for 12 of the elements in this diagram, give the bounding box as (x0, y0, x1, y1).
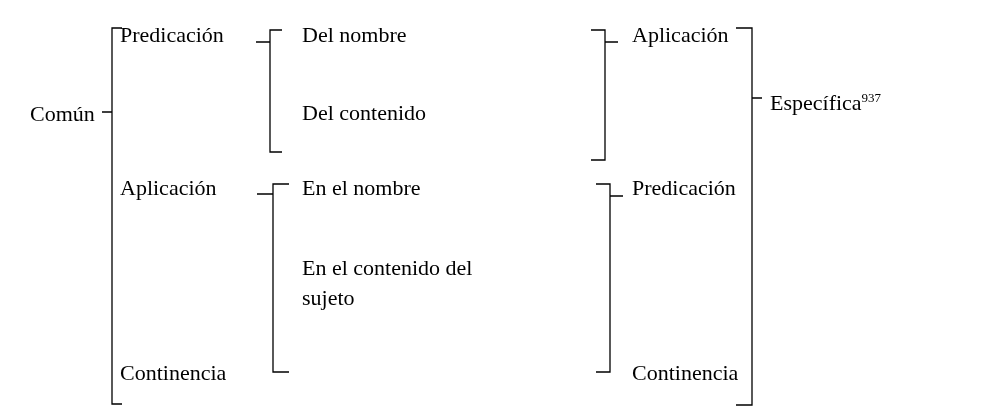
bracket-label: Común (30, 100, 95, 128)
bracket-label: En el nombre (302, 174, 421, 202)
bracket-label: Del contenido (302, 99, 427, 127)
bracket-label: Predicación (632, 174, 736, 202)
bracket-label: Predicación (120, 21, 224, 49)
bracket-label: En el contenido del sujeto (302, 254, 474, 312)
bracket-label: Continencia (120, 359, 227, 387)
bracket-label: Del nombre (302, 21, 407, 49)
bracket-label: Específica$^{937}$ (770, 88, 882, 117)
bracket-label: Aplicación (120, 174, 217, 202)
bracket-label: Aplicación (632, 21, 729, 49)
bracket-label: Continencia (632, 359, 739, 387)
